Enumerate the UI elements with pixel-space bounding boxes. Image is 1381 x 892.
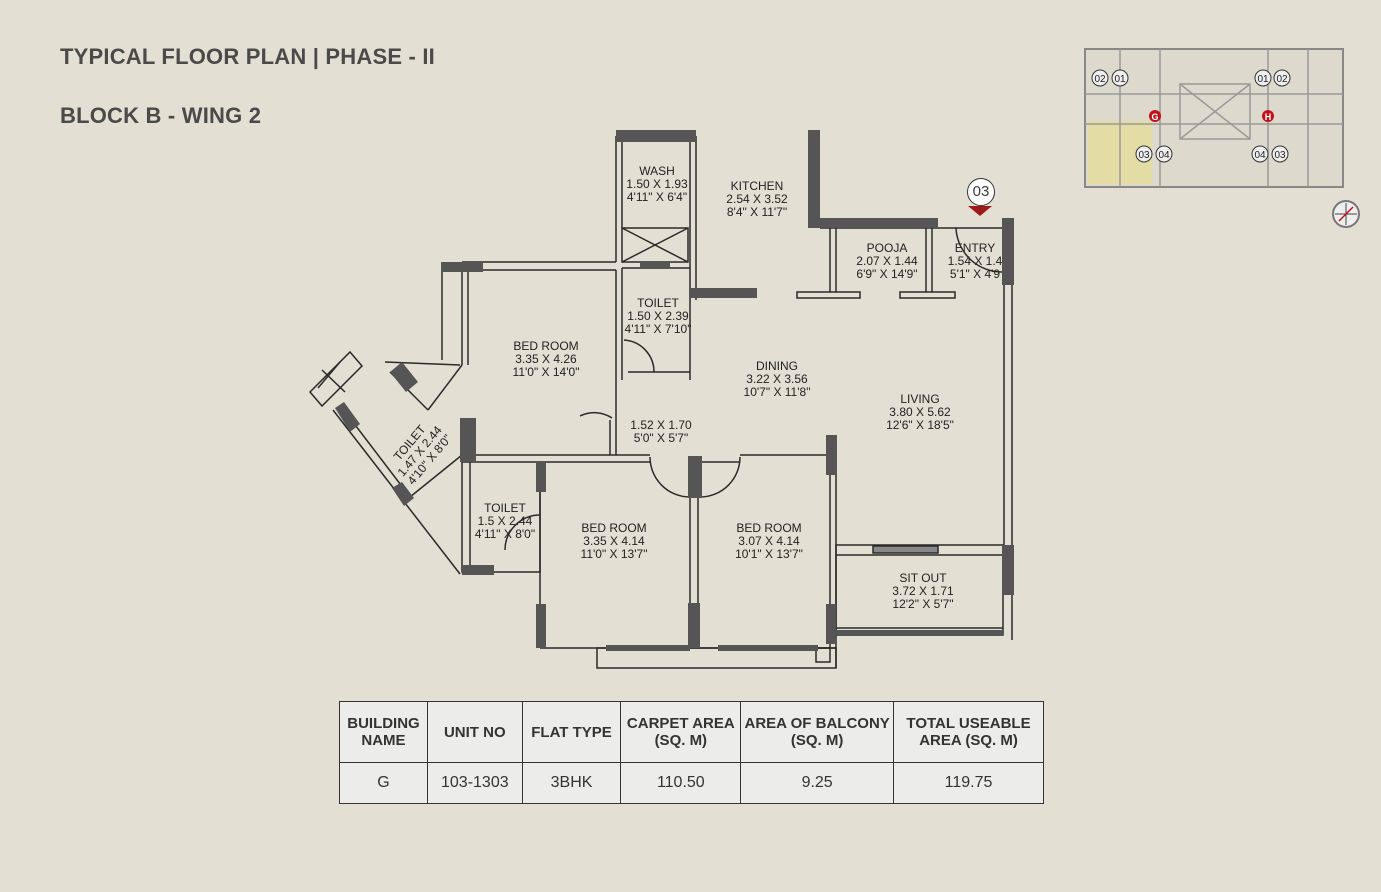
table-cell: 103-1303 [426,762,523,804]
unit-number-marker: 03 [967,178,995,206]
room-imperial: 8'4" X 11'7" [726,205,788,219]
room-metric: 2.07 X 1.44 [856,254,918,268]
room-imperial: 11'0" X 14'0" [512,365,580,379]
room-metric: 1.5 X 2.44 [477,514,533,528]
room-name: WASH [639,164,675,178]
column-header: BUILDING NAME [339,701,428,763]
room-name: ENTRY [954,241,996,255]
column-header: FLAT TYPE [521,701,622,763]
key-plan-unit-circle [1273,69,1291,87]
room-name: BED ROOM [513,339,579,353]
key-plan-unit-circle [1271,145,1289,163]
building-marker [1262,110,1274,122]
key-plan-unit-circle [1155,145,1173,163]
key-plan-unit-circle [1254,69,1272,87]
compass-icon [1332,200,1360,228]
key-plan-unit-label: 02 [1094,74,1106,85]
room-name: TOILET [637,296,679,310]
room-imperial: 10'7" X 11'8" [743,385,811,399]
room-imperial: 5'1" X 4'9 [949,267,1001,281]
table-cell: 110.50 [620,762,742,804]
table-cell: 3BHK [521,762,622,804]
key-plan-unit-circle [1111,69,1129,87]
entry-arrow-icon [968,206,992,216]
room-metric: 3.35 X 4.26 [515,352,577,366]
key-plan-unit-label: 04 [1158,150,1170,161]
room-imperial: 12'2" X 5'7" [892,597,954,611]
table-cell: 9.25 [740,762,895,804]
table-cell: G [339,762,428,804]
room-metric: 3.07 X 4.14 [738,534,800,548]
room-name: BED ROOM [581,521,647,535]
room-name: SIT OUT [899,571,947,585]
room-imperial: 5'0" X 5'7" [633,431,689,445]
room-imperial: 4'11" X 8'0" [474,527,536,541]
key-plan-unit-label: 04 [1254,150,1266,161]
room-metric: 3.35 X 4.14 [583,534,645,548]
room-name: TOILET [484,501,526,515]
room-imperial: 12'6" X 18'5" [886,418,954,432]
building-marker-label: H [1265,112,1272,122]
block-wing-subtitle: BLOCK B - WING 2 [60,103,262,128]
room-imperial: 10'1" X 13'7" [735,547,803,561]
key-plan-unit-label: 03 [1138,150,1150,161]
key-plan: 02 01 01 02 03 04 04 03 G H [1084,48,1344,188]
room-metric: 2.54 X 3.52 [726,192,788,206]
room-metric: 1.52 X 1.70 [630,418,692,432]
table-cell: 119.75 [893,762,1044,804]
room-metric: 1.50 X 2.39 [627,309,689,323]
room-metric: 3.22 X 3.56 [746,372,808,386]
key-plan-unit-circle [1091,69,1109,87]
room-name: KITCHEN [730,179,784,193]
room-name: LIVING [900,392,940,406]
column-header: AREA OF BALCONY (SQ. M) [740,701,895,763]
key-plan-unit-label: 01 [1114,74,1126,85]
key-plan-unit-label: 01 [1257,74,1269,85]
key-plan-unit-label: 02 [1276,74,1288,85]
page-title: TYPICAL FLOOR PLAN | PHASE - II [60,44,435,69]
room-imperial: 4'11" X 6'4" [626,190,688,204]
column-header: TOTAL USEABLE AREA (SQ. M) [893,701,1044,763]
room-name: BED ROOM [736,521,802,535]
room-imperial: 4'11" X 7'10" [624,322,692,336]
column-header: CARPET AREA (SQ. M) [620,701,742,763]
room-metric: 3.80 X 5.62 [889,405,951,419]
key-plan-unit-circle [1251,145,1269,163]
key-plan-unit-label: 03 [1274,150,1286,161]
room-name: DINING [756,359,798,373]
room-metric: 3.72 X 1.71 [892,584,954,598]
room-name: POOJA [866,241,908,255]
room-metric: 1.54 X 1.4 [947,254,1003,268]
building-marker [1149,110,1161,122]
building-marker-label: G [1151,112,1158,122]
room-imperial: 6'9" X 14'9" [856,267,918,281]
column-header: UNIT NO [426,701,523,763]
room-metric: 1.50 X 1.93 [626,177,688,191]
key-plan-unit-circle [1135,145,1153,163]
room-imperial: 11'0" X 13'7" [580,547,648,561]
